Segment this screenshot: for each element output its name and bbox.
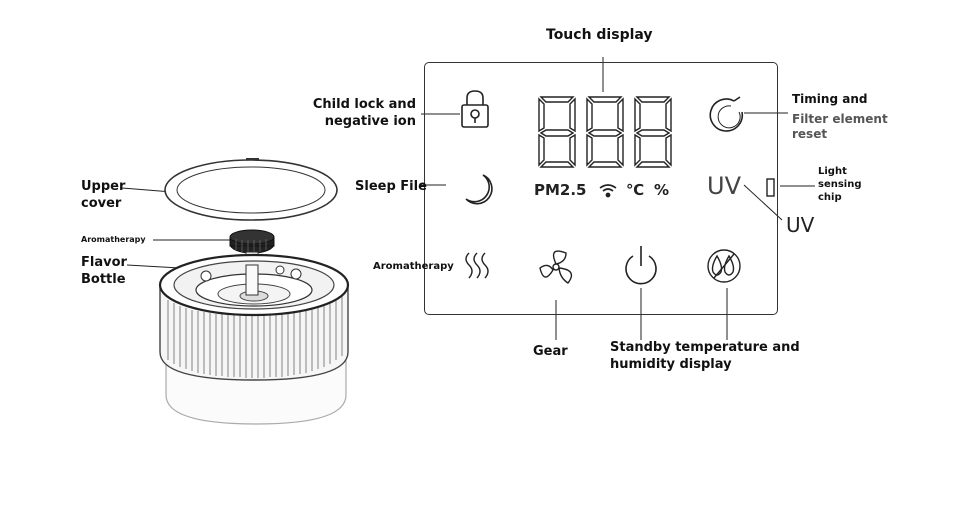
fan-icon [539, 250, 573, 284]
label-sleep-file: Sleep File [355, 179, 427, 194]
label-child-lock: Child lock and negative ion [312, 97, 416, 129]
label-aromatherapy: Aromatherapy [373, 261, 454, 272]
power-icon [625, 246, 657, 285]
touch-panel [424, 62, 778, 315]
product-illustration [158, 158, 350, 425]
label-touch-display: Touch display [546, 27, 653, 43]
digit-2 [586, 96, 624, 168]
upper-cover [164, 159, 338, 221]
digit-1 [538, 96, 576, 168]
label-aromatherapy-small: Aromatherapy [81, 235, 146, 244]
moon-icon [465, 174, 493, 205]
label-uv: UV [786, 213, 815, 237]
lock-icon [461, 90, 489, 128]
light-sensor-icon [766, 178, 775, 197]
label-filter-reset: Filter element reset [792, 112, 888, 141]
pm25-indicator: PM2.5 [534, 181, 587, 199]
percent-indicator: % [654, 181, 670, 199]
digit-3 [634, 96, 672, 168]
timer-icon [709, 96, 744, 132]
celsius-indicator: ℃ [626, 181, 645, 199]
label-standby: Standby temperature and humidity display [610, 340, 800, 372]
label-light-sensing: Light sensing chip [818, 166, 862, 203]
steam-icon [465, 252, 489, 279]
label-upper-cover: Upper cover [81, 179, 126, 211]
label-flavor-bottle: Flavor Bottle [81, 255, 127, 287]
uv-panel-indicator: UV [707, 172, 741, 200]
seven-segment-digits [538, 96, 672, 168]
drops-icon [707, 249, 741, 283]
label-gear: Gear [533, 344, 568, 359]
label-timing: Timing and [792, 92, 868, 106]
wifi-icon [599, 184, 617, 198]
ribs [167, 296, 343, 378]
